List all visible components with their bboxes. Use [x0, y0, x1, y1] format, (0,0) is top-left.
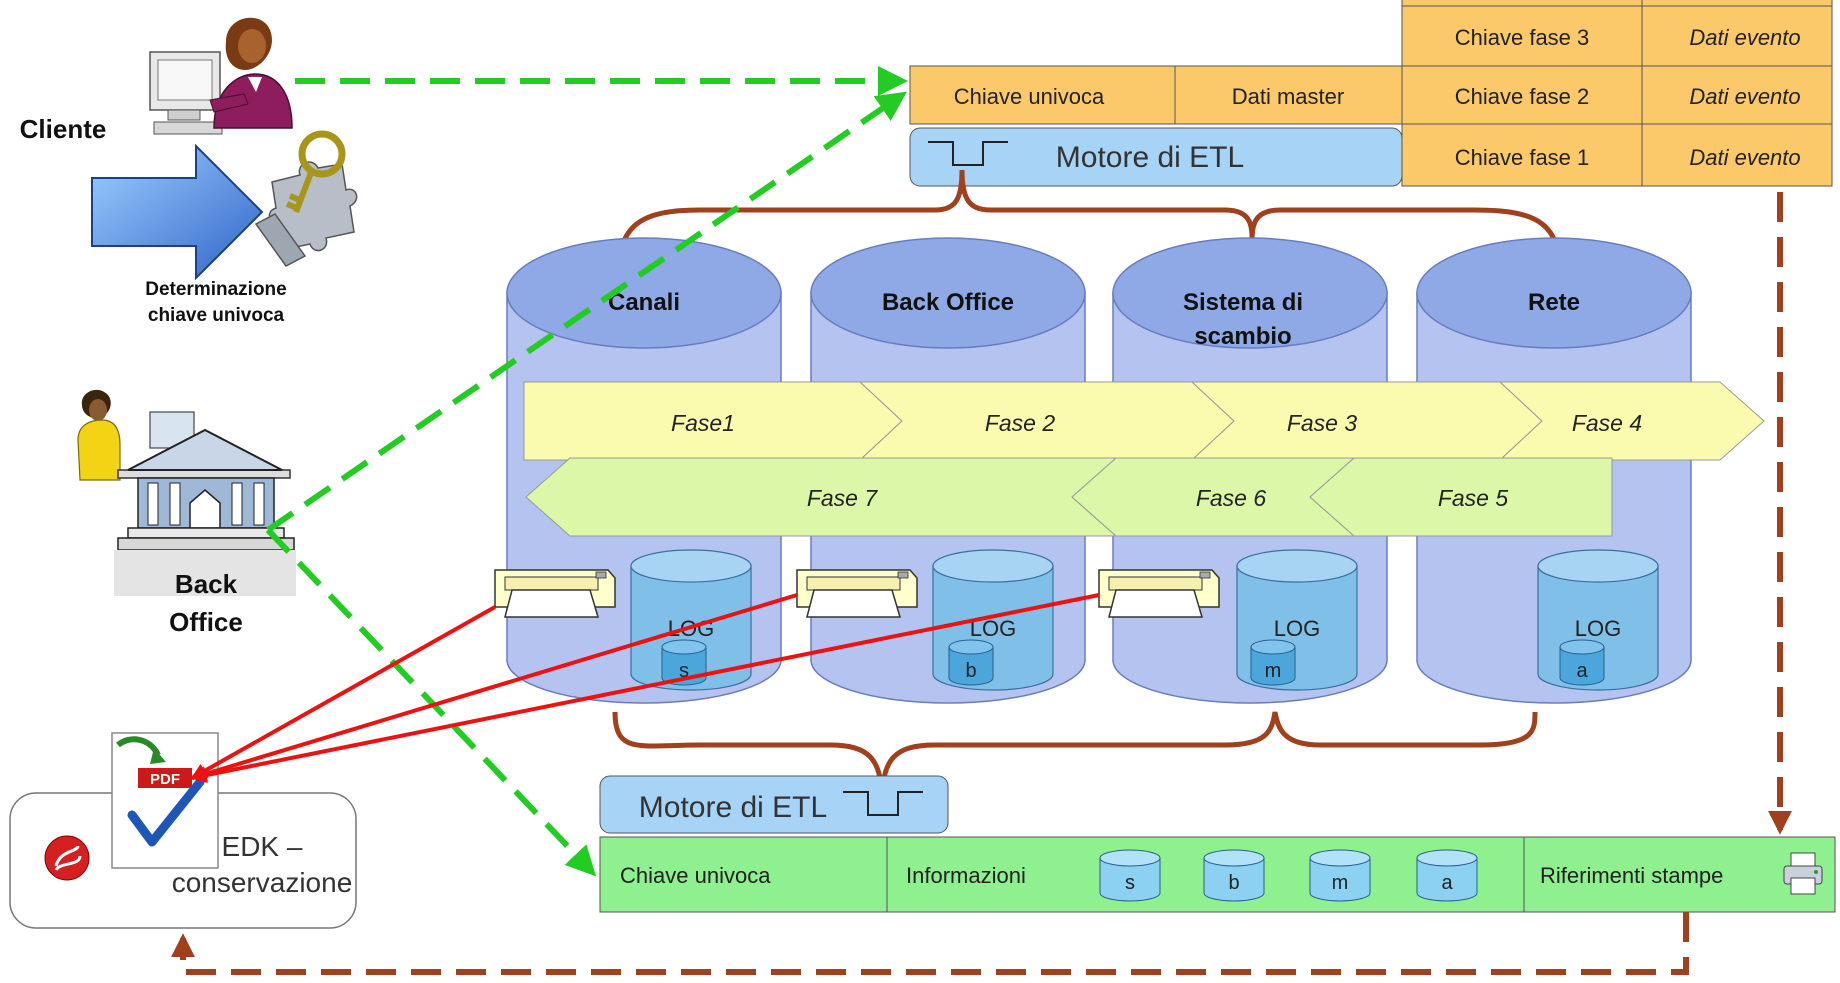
system-title-canali: Canali — [608, 289, 680, 316]
log-sub-back-office: b — [965, 660, 976, 682]
info-db-s: s — [1099, 849, 1161, 902]
log-label-scambio: LOG — [1274, 616, 1320, 641]
event-key-3: Chiave fase 3 — [1455, 25, 1590, 50]
system-title-scambio-1: Sistema di — [1183, 289, 1303, 316]
print-flow-back-office — [190, 593, 798, 782]
info-db-a: a — [1416, 849, 1478, 902]
back-office-label-2: Office — [169, 607, 243, 637]
phase-label-5: Fase 5 — [1438, 485, 1509, 511]
log-db-rete: LOG a — [1537, 549, 1659, 691]
printer-icon-scambio — [1098, 569, 1220, 618]
printer-icon-canali — [494, 569, 616, 618]
pdf-document-icon: PDF — [111, 732, 219, 869]
event-value-3: Dati evento — [1689, 25, 1800, 50]
info-db-m-label: m — [1332, 872, 1349, 894]
print-flow-canali — [190, 605, 496, 780]
log-label-rete: LOG — [1575, 616, 1621, 641]
event-row-3: Chiave fase 3 Dati evento — [1401, 5, 1833, 67]
signal-pulse-icon — [928, 141, 1008, 166]
log-db-scambio: LOG m — [1236, 549, 1358, 691]
signal-pulse-icon — [843, 791, 923, 816]
log-db-back-office: LOG b — [932, 549, 1054, 691]
connector-prints-to-edk — [171, 912, 1689, 975]
print-flow-scambio — [190, 593, 1100, 783]
log-sub-canali: s — [679, 660, 689, 682]
info-db-a-label: a — [1441, 872, 1453, 894]
system-title-rete: Rete — [1528, 289, 1580, 316]
event-value-1: Dati evento — [1689, 145, 1800, 170]
log-sub-scambio: m — [1265, 660, 1282, 682]
back-office-icon — [77, 389, 296, 596]
info-db-b-label: b — [1228, 872, 1239, 894]
phase-label-3: Fase 3 — [1287, 410, 1358, 436]
phase-label-7: Fase 7 — [807, 485, 879, 511]
bottom-brace — [612, 711, 1538, 796]
print-references-label: Riferimenti stampe — [1540, 863, 1723, 888]
client-user-icon — [149, 17, 293, 135]
top-brace — [615, 169, 1563, 279]
printer-icon-small — [1783, 852, 1823, 895]
etl-engine-top: Motore di ETL — [909, 127, 1403, 187]
client-label: Cliente — [20, 114, 107, 144]
edk-label-1: EDK – — [222, 831, 303, 862]
edk-logo-icon — [44, 835, 90, 881]
bottom-record-table: Chiave univoca Informazioni s b m a Rife… — [599, 836, 1836, 913]
etl-engine-bottom: Motore di ETL — [599, 775, 949, 834]
event-key-2: Chiave fase 2 — [1455, 84, 1590, 109]
pdf-badge-label: PDF — [150, 771, 180, 788]
event-row-1: Chiave fase 1 Dati evento — [1401, 123, 1833, 187]
phase-arrow-5 — [1309, 457, 1613, 537]
phases-backward: Fase 7 Fase 6 Fase 5 — [525, 457, 1613, 537]
phase-label-2: Fase 2 — [985, 410, 1056, 436]
determination-label-2: chiave univoca — [148, 305, 285, 326]
system-title-back-office: Back Office — [882, 289, 1014, 316]
master-data-label: Dati master — [1232, 84, 1344, 109]
phase-arrow-4 — [1498, 381, 1765, 461]
event-row-2: Chiave univoca Dati master Chiave fase 2… — [909, 65, 1833, 125]
phase-label-6: Fase 6 — [1196, 485, 1267, 511]
master-key-label: Chiave univoca — [954, 84, 1105, 109]
log-databases: LOG s LOG b LOG m LOG a — [630, 549, 1659, 691]
etl-top-label: Motore di ETL — [1056, 141, 1244, 174]
puzzle-key-icon — [254, 130, 358, 267]
edk-label-2: conservazione — [172, 867, 353, 898]
info-db-b: b — [1203, 849, 1265, 902]
info-db-s-label: s — [1125, 872, 1135, 894]
phase-arrow-3 — [1190, 381, 1543, 461]
back-office-label-1: Back — [175, 569, 238, 599]
connector-backoffice-to-bottom — [265, 527, 597, 877]
event-key-1: Chiave fase 1 — [1455, 145, 1590, 170]
bottom-info-label: Informazioni — [906, 863, 1026, 888]
etl-bottom-label: Motore di ETL — [639, 791, 827, 824]
bottom-key-label: Chiave univoca — [620, 863, 771, 888]
phase-label-1: Fase1 — [671, 410, 735, 436]
phases-forward: Fase1 Fase 2 Fase 3 Fase 4 — [523, 381, 1765, 461]
info-db-m: m — [1309, 849, 1371, 902]
event-value-2: Dati evento — [1689, 84, 1800, 109]
determination-label-1: Determinazione — [145, 279, 286, 300]
connector-backoffice-to-master — [266, 91, 907, 533]
blue-arrow-icon — [91, 143, 264, 281]
system-title-scambio-2: scambio — [1194, 323, 1291, 350]
phase-label-4: Fase 4 — [1572, 410, 1642, 436]
top-event-table: Chiave fase 3 Dati evento Chiave univoca… — [909, 0, 1833, 187]
log-sub-rete: a — [1576, 660, 1588, 682]
printer-icon-back-office — [796, 569, 918, 618]
